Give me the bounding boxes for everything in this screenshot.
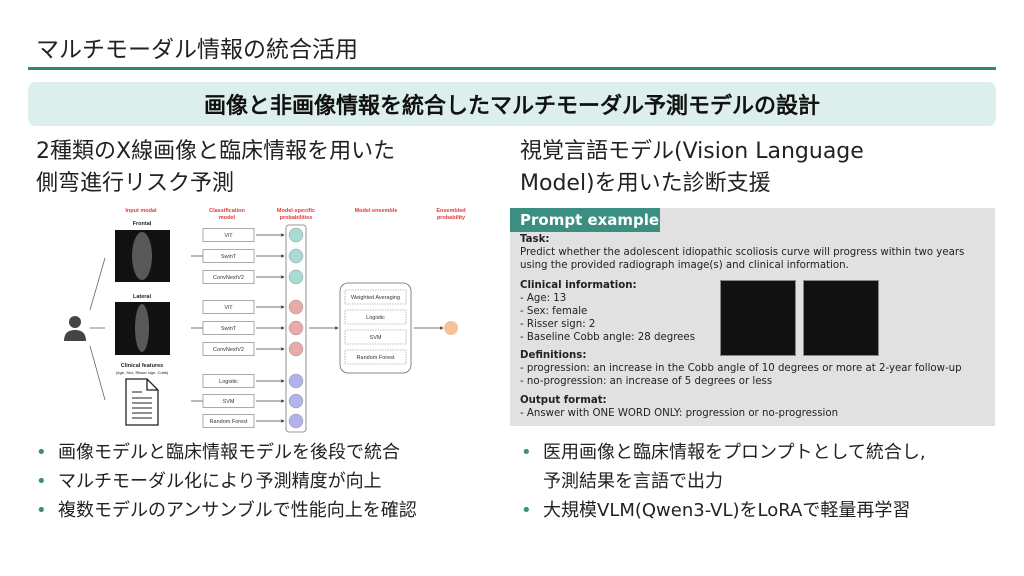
model-box [202, 394, 255, 408]
ensemble-method-label: Logistic [366, 315, 385, 321]
label-lateral: Lateral [133, 294, 152, 300]
clinical-sex: - Sex: female [520, 306, 588, 317]
ensemble-method-label: Weighted Averaging [351, 295, 400, 301]
definitions-heading: Definitions: [520, 350, 587, 361]
probability-node [288, 413, 304, 429]
model-box [202, 374, 255, 388]
right-subtitle-line1: 視覚言語モデル(Vision Language [520, 139, 864, 164]
slide-title: マルチモーダル情報の統合活用 [36, 37, 358, 63]
model-label: SwinT [221, 254, 237, 260]
ensemble-method-label: Random Forest [357, 355, 395, 361]
bullet-item: マルチモーダル化により予測精度が向上 [30, 467, 417, 496]
bullet-text-2: 予測結果を言語で出力 [543, 471, 723, 492]
prompt-example-box: Task: Predict whether the adolescent idi… [510, 208, 995, 426]
header-model: model [219, 215, 236, 221]
multimodal-architecture-diagram: Input modal Classification model Model-s… [64, 208, 466, 433]
model-label: ConvNextV2 [213, 347, 244, 353]
task-heading: Task: [520, 234, 550, 245]
ensemble-box [339, 282, 412, 374]
left-subtitle: 2種類のX線画像と臨床情報を用いた側弯進行リスク予測 [36, 136, 395, 200]
header-probabilities: Model-specific [277, 208, 315, 214]
output-heading: Output format: [520, 395, 607, 406]
left-subtitle-line1: 2種類のX線画像と臨床情報を用いた [36, 139, 396, 164]
title-divider [28, 67, 996, 70]
model-box [202, 414, 255, 428]
right-subtitle-line2: Model)を用いた診断支援 [520, 171, 771, 196]
model-label: ViT [224, 233, 233, 239]
probability-node [288, 320, 304, 336]
header-input-modal: Input modal [125, 208, 157, 214]
definition-no-progression: - no-progression: an increase of 5 degre… [520, 376, 773, 387]
header-ensembled-2: probability [437, 215, 466, 221]
header-ensembled: Ensembled [436, 208, 465, 214]
label-clinical-sub: (Age, Sex, Risser sign, Cobb) [116, 370, 169, 375]
prompt-frontal-xray [720, 280, 796, 356]
model-label: SwinT [221, 326, 237, 332]
model-box [202, 249, 255, 263]
model-box [202, 228, 255, 242]
probability-node [288, 269, 304, 285]
ensemble-method-box [344, 289, 407, 305]
model-label: Logistic [219, 379, 238, 385]
left-subtitle-line2: 側弯進行リスク予測 [36, 171, 235, 196]
model-label: SVM [223, 399, 235, 405]
task-line-1: Predict whether the adolescent idiopathi… [520, 247, 965, 258]
model-box [202, 300, 255, 314]
bullet-item: 複数モデルのアンサンブルで性能向上を確認 [30, 496, 417, 525]
header-ensemble: Model ensemble [355, 208, 398, 214]
probability-column [285, 224, 307, 433]
model-box [202, 270, 255, 284]
output-format-text: - Answer with ONE WORD ONLY: progression… [520, 408, 839, 419]
clinical-age: - Age: 13 [520, 293, 567, 304]
ensemble-method-box [344, 329, 407, 345]
probability-node [288, 341, 304, 357]
document-icon [125, 378, 159, 426]
header-probabilities-2: probabilities [280, 215, 313, 221]
model-label: ConvNextV2 [213, 275, 244, 281]
ensemble-method-box [344, 349, 407, 365]
model-box [202, 321, 255, 335]
label-clinical: Clinical features [121, 363, 164, 369]
model-label: Random Forest [210, 419, 248, 425]
clinical-cobb: - Baseline Cobb angle: 28 degrees [520, 332, 696, 343]
left-bullet-list: 画像モデルと臨床情報モデルを後段で統合 マルチモーダル化により予測精度が向上 複… [30, 438, 417, 525]
bullet-item: 大規模VLM(Qwen3-VL)をLoRAで軽量再学習 [515, 496, 926, 525]
probability-node [288, 248, 304, 264]
definition-progression: - progression: an increase in the Cobb a… [520, 363, 962, 374]
person-icon [64, 316, 86, 341]
model-box [202, 342, 255, 356]
headline-banner: 画像と非画像情報を統合したマルチモーダル予測モデルの設計 [28, 82, 996, 126]
probability-node [288, 373, 304, 389]
right-bullet-list: 医用画像と臨床情報をプロンプトとして統合し, 予測結果を言語で出力 大規模VLM(… [515, 438, 926, 525]
clinical-risser: - Risser sign: 2 [520, 319, 596, 330]
probability-node [288, 393, 304, 409]
ensembled-probability-node [444, 321, 458, 335]
task-line-2: using the provided radiograph image(s) a… [520, 260, 849, 271]
clinical-heading: Clinical information: [520, 280, 637, 291]
ensemble-method-label: SVM [370, 335, 382, 341]
bullet-text-1: 医用画像と臨床情報をプロンプトとして統合し, [543, 442, 926, 463]
probability-node [288, 299, 304, 315]
header-classification: Classification [209, 208, 245, 214]
ensemble-method-box [344, 309, 407, 325]
model-label: ViT [224, 305, 233, 311]
bullet-item: 医用画像と臨床情報をプロンプトとして統合し, 予測結果を言語で出力 [515, 438, 926, 496]
label-frontal: Frontal [133, 221, 152, 227]
probability-node [288, 227, 304, 243]
bullet-item: 画像モデルと臨床情報モデルを後段で統合 [30, 438, 417, 467]
prompt-lateral-xray [803, 280, 879, 356]
prompt-example-tab: Prompt example [510, 208, 660, 232]
